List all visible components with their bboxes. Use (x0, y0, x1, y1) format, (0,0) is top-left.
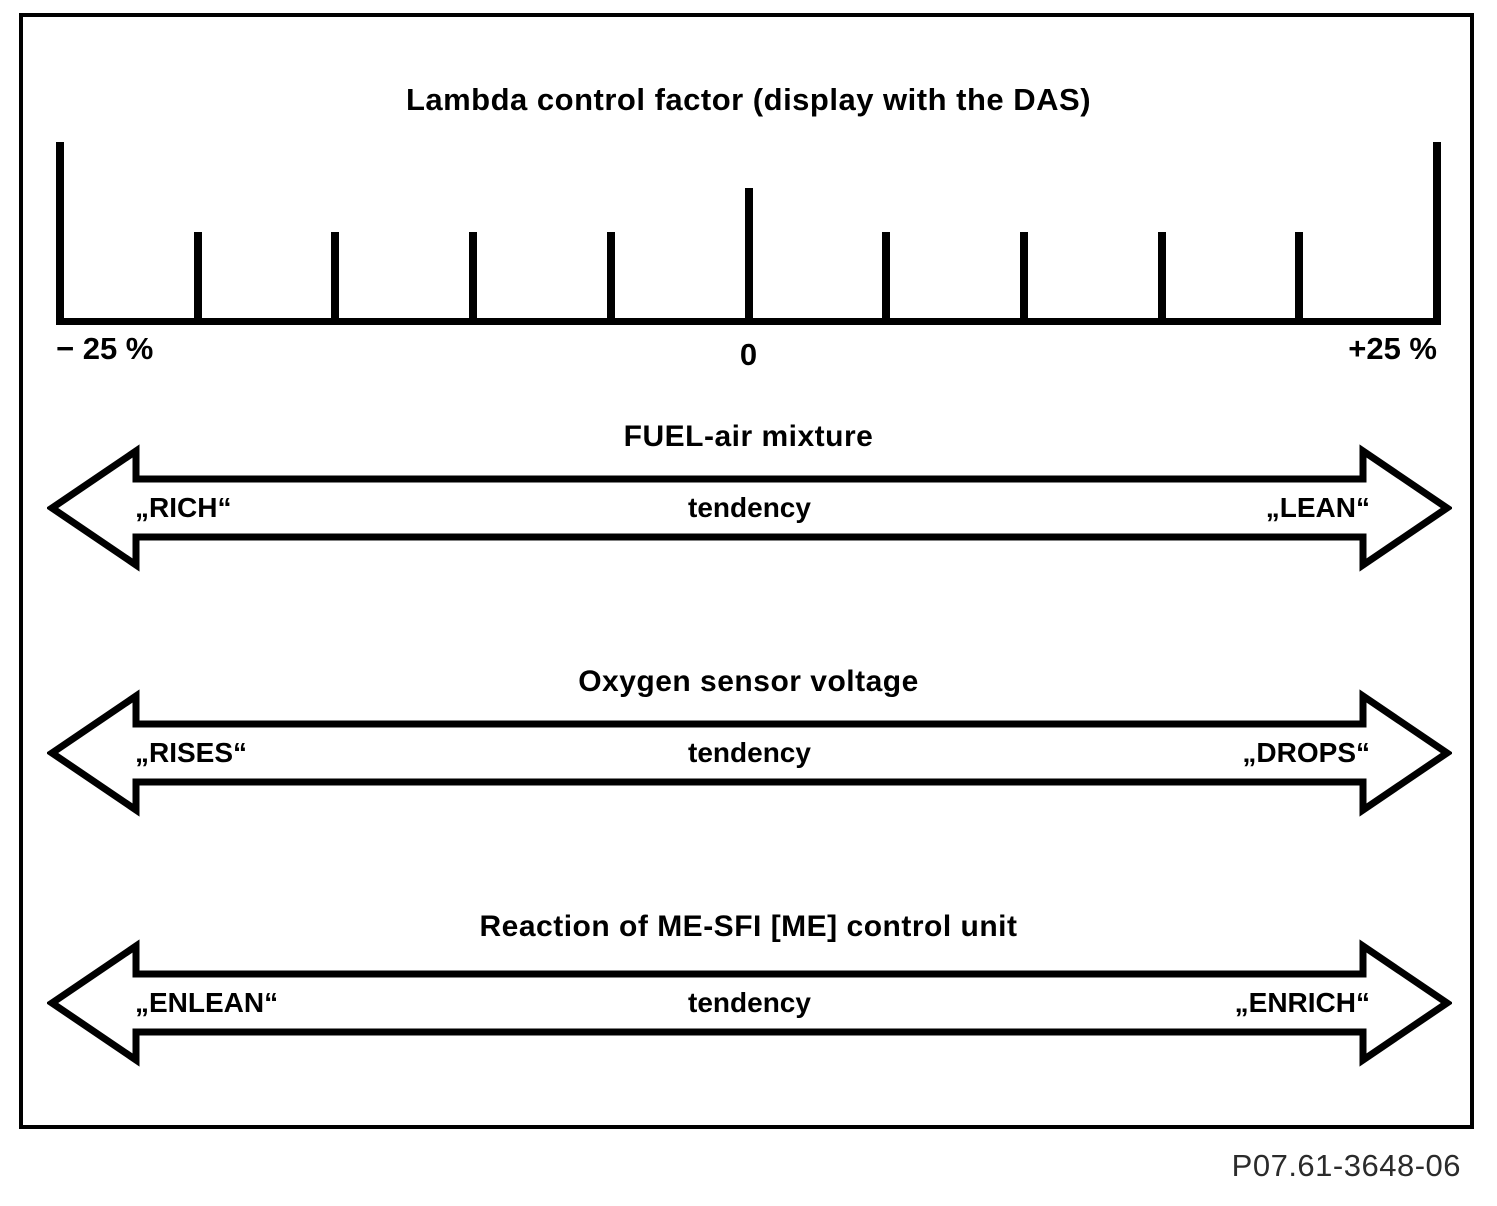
arrow-right-label: „LEAN“ (1265, 492, 1370, 523)
arrow-right-label: „DROPS“ (1242, 737, 1370, 768)
arrow-group-title: Oxygen sensor voltage (578, 665, 919, 698)
scale-tick (469, 232, 478, 325)
double-arrow-icon (47, 689, 1452, 817)
scale-baseline (58, 318, 1439, 325)
arrow-left-label: „RICH“ (135, 492, 232, 523)
double-arrow: „ENLEAN“ tendency „ENRICH“ (47, 938, 1452, 1068)
scale-tick (1433, 142, 1441, 325)
arrow-group-title: Reaction of ME-SFI [ME] control unit (479, 910, 1018, 943)
scale-labels: − 25 % 0 +25 % (56, 331, 1437, 377)
arrow-center-label: tendency (688, 492, 811, 523)
scale-tick (744, 188, 753, 325)
arrow-left-label: „ENLEAN“ (135, 987, 279, 1018)
scale-ticks (56, 139, 1441, 325)
scale-tick (606, 232, 615, 325)
arrow-center-label: tendency (688, 987, 811, 1018)
double-arrow: „RICH“ tendency „LEAN“ (47, 443, 1452, 573)
arrow-labels: „RICH“ tendency „LEAN“ (47, 443, 1452, 573)
scale-label-max: +25 % (1348, 331, 1437, 366)
arrow-labels: „ENLEAN“ tendency „ENRICH“ (47, 938, 1452, 1068)
scale-label-zero: 0 (739, 337, 758, 372)
scale-tick (1019, 232, 1028, 325)
double-arrow-icon (47, 939, 1452, 1067)
scale-tick (331, 232, 340, 325)
arrow-right-label: „ENRICH“ (1234, 987, 1370, 1018)
figure-code: P07.61-3648-06 (1231, 1148, 1461, 1183)
scale-tick (1295, 232, 1304, 325)
diagram-border-frame (19, 13, 1474, 1129)
double-arrow: „RISES“ tendency „DROPS“ (47, 688, 1452, 818)
arrow-left-label: „RISES“ (135, 737, 248, 768)
scale-tick (193, 232, 202, 325)
scale-tick (56, 142, 64, 325)
diagram-title: Lambda control factor (display with the … (405, 82, 1092, 117)
lambda-scale (56, 139, 1441, 325)
double-arrow-icon (47, 444, 1452, 572)
scale-tick (1157, 232, 1166, 325)
arrow-group-title: FUEL-air mixture (623, 420, 874, 453)
scale-tick (882, 232, 891, 325)
arrow-labels: „RISES“ tendency „DROPS“ (47, 688, 1452, 818)
scale-label-min: − 25 % (56, 331, 154, 366)
arrow-center-label: tendency (688, 737, 811, 768)
